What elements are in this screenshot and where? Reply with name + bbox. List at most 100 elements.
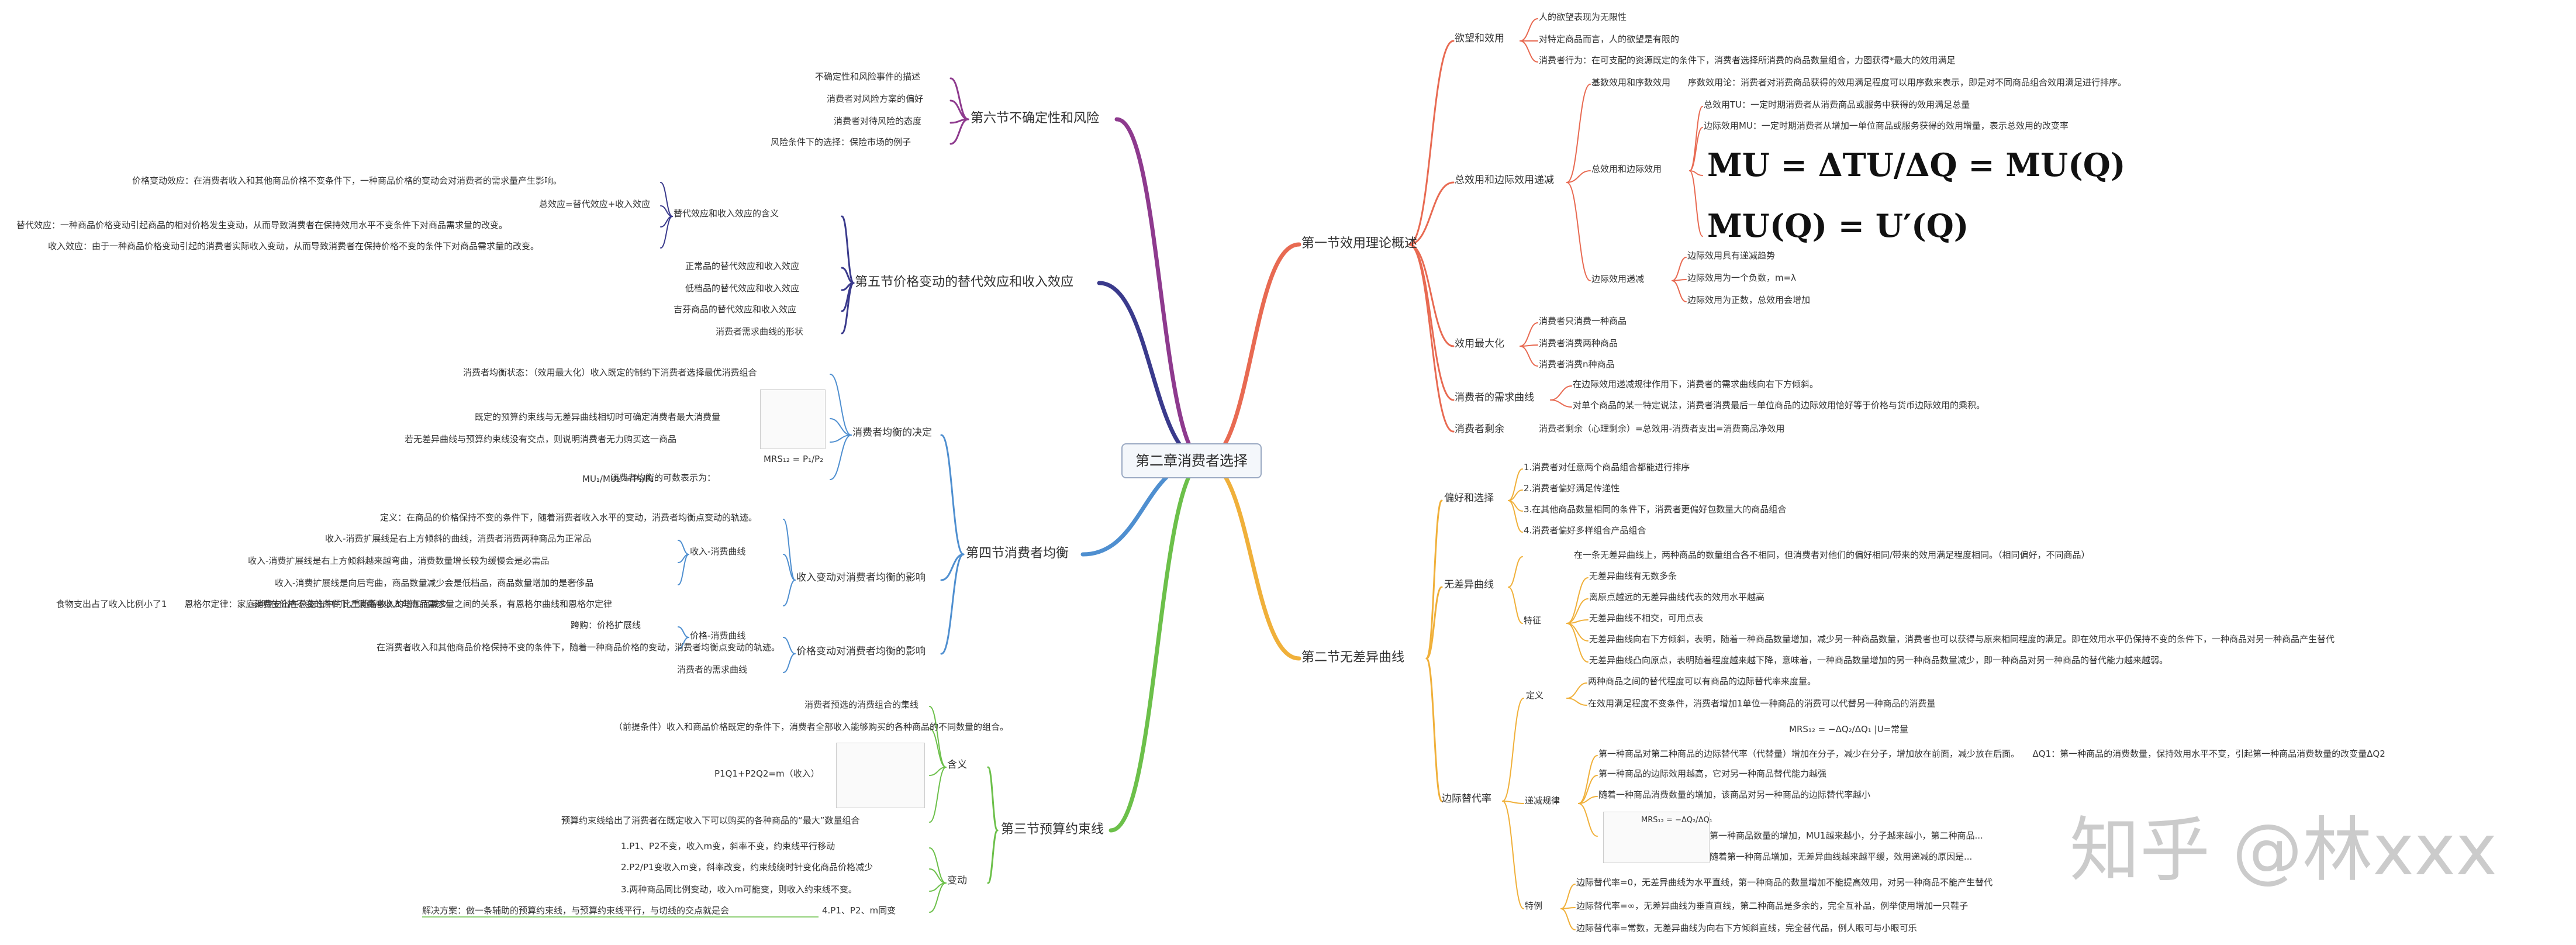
sec5-goods-item: 低档品的替代效应和收入效应: [685, 283, 800, 294]
sec1-demand-item: 对单个商品的某一特定说法，消费者消费最后一单位商品的边际效用恰好等于价格与货币边…: [1573, 400, 1985, 411]
sec2-dec-title[interactable]: 递减规律: [1525, 795, 1560, 806]
branch-sec1-sub: [1408, 181, 1455, 246]
sec2-special-title[interactable]: 特例: [1525, 901, 1543, 911]
branch-sec3-leaf: [929, 767, 947, 823]
branch-sec2-leaf: [1566, 598, 1589, 624]
sec4-eq-item: 既定的预算约束线与无差异曲线相切时可确定消费者最大消费量: [475, 412, 721, 422]
branch-sec5-leaf: [660, 182, 673, 217]
sec5-goods-item: 正常品的替代效应和收入效应: [685, 261, 800, 271]
sec5-defs-item: 收入效应：由于一种商品价格变动引起的消费者实际收入变动，从而导致消费者在保持价格…: [48, 241, 540, 251]
sec4-title[interactable]: 第四节消费者均衡: [966, 546, 1069, 561]
branch-sec3-sub: [987, 829, 999, 884]
sec1-pref-title[interactable]: 欲望和效用: [1455, 33, 1504, 44]
sec6-item: 风险条件下的选择：保险市场的例子: [771, 137, 911, 147]
sec2-pref-item: 4.消费者偏好多样组合产品组合: [1524, 525, 1646, 536]
sec1-dim-item: 边际效用为一个负数，m=λ: [1687, 273, 1797, 283]
branch-sec5-sub: [841, 282, 855, 334]
sec1-surplus-title[interactable]: 消费者剩余: [1455, 423, 1504, 435]
sec4-eq-item: 若无差异曲线与预算约束线没有交点，则说明消费者无力购买这一商品: [405, 434, 677, 444]
branch-sec1-sub: [1408, 40, 1455, 246]
branch-sec1-leaf: [1520, 346, 1538, 367]
sec4-icc-title[interactable]: 收入-消费曲线: [690, 546, 746, 557]
sec2-special-item: 边际替代率=0，无差异曲线为水平直线，第一种商品的数量增加不能提高效用，对另一种…: [1576, 877, 1993, 888]
branch-sec1-sub: [1408, 243, 1455, 401]
branch-sec1-leaf: [1520, 18, 1538, 42]
branch-sec2: [1202, 458, 1301, 661]
sec6-title[interactable]: 第六节不确定性和风险: [971, 111, 1100, 126]
sec1-title[interactable]: 第一节效用理论概述: [1301, 236, 1418, 251]
sec2-pref-title[interactable]: 偏好和选择: [1444, 492, 1494, 504]
branch-sec4-sub: [940, 553, 965, 581]
sec3-chg-item: 3.两种商品同比例变动，收入m可能变，则收入约束线不变。: [621, 884, 857, 895]
sec2-def-title[interactable]: 定义: [1526, 690, 1544, 701]
sec3-mean-title[interactable]: 含义: [947, 759, 967, 771]
branch-sec4-leaf: [678, 626, 689, 638]
branch-sec1-leaf: [1520, 40, 1538, 63]
sec1-dim-title[interactable]: 边际效用递减: [1591, 274, 1645, 284]
branch-sec4-leaf: [830, 374, 852, 436]
mu-formula-2: MU(Q) = U′(Q): [1707, 207, 1969, 244]
sec6-item: 消费者对风险方案的偏好: [827, 94, 924, 104]
equilibrium-sketch: [760, 389, 826, 449]
sec1-dim-item: 边际效用具有递减趋势: [1687, 250, 1776, 261]
sec1-demand-title[interactable]: 消费者的需求曲线: [1455, 392, 1534, 403]
sec5-goods-item: 吉芬商品的替代效应和收入效应: [674, 304, 797, 315]
sec4-pcc-title[interactable]: 价格-消费曲线: [690, 630, 746, 641]
branch-sec3-leaf: [929, 882, 947, 913]
sec2-title[interactable]: 第二节无差异曲线: [1301, 650, 1405, 665]
sec5-defs-title[interactable]: 替代效应和收入效应的含义: [674, 208, 779, 219]
branch-sec1-leaf: [1672, 257, 1687, 281]
branch-sec2-sub: [1425, 586, 1443, 660]
sec1-umax-title[interactable]: 效用最大化: [1455, 338, 1504, 350]
sec4-eq-item: 消费者均衡的可数表示为：: [610, 472, 716, 483]
sec6-item: 消费者对待风险的态度: [834, 116, 922, 126]
branch-sec1: [1202, 242, 1301, 463]
sec2-feat-item: 无差异曲线有无数多条: [1589, 571, 1677, 581]
branch-sec6: [1114, 117, 1207, 463]
sec2-ic-title[interactable]: 无差异曲线: [1444, 579, 1494, 591]
sec2-feat-title[interactable]: 特征: [1524, 615, 1542, 626]
sec2-ic-def: 在一条无差异曲线上，两种商品的数量组合各不相同，但消费者对他们的偏好相同/带来的…: [1574, 550, 2090, 560]
sec1-tu-mu-title[interactable]: 总效用和边际效用: [1591, 164, 1662, 174]
sec3-mean-item: P1Q1+P2Q2=m（收入）: [714, 768, 820, 779]
branch-sec1-leaf: [1689, 170, 1703, 237]
branch-sec2-leaf: [1578, 775, 1598, 804]
branch-sec2-leaf: [1508, 556, 1523, 588]
branch-sec2-leaf: [1508, 468, 1523, 501]
branch-sec2-leaf: [1578, 803, 1598, 837]
branch-sec2-leaf: [1566, 577, 1589, 624]
sec2-dec-main: 第一种商品对第二种商品的边际替代率（代替量）增加在分子，减少在分子，增加放在前面…: [1598, 749, 2385, 759]
sec5-title[interactable]: 第五节价格变动的替代效应和收入效应: [855, 275, 1074, 289]
mrs-sketch: MRS₁₂ = −ΔQ₂/ΔQ₁: [1603, 812, 1712, 863]
sec1-ut-card: 基数效用和序数效用 序数效用论：消费者对消费商品获得的效用满足程度可以用序数来表…: [1591, 77, 2127, 88]
sec4-engel-law: 食物支出占了收入比例小了1 恩格尔定律：家庭消费支出在总支出中的比重随着收入的增…: [56, 599, 448, 609]
sec3-mean-item: （前提条件）收入和商品价格既定的条件下，消费者全部收入能够购买的各种商品的不同数…: [614, 722, 1009, 732]
branch-sec4-leaf: [783, 637, 796, 654]
sec2-mrs-title[interactable]: 边际替代率: [1442, 793, 1491, 805]
branch-sec1-leaf: [1672, 280, 1687, 302]
branch-sec4-sub: [940, 553, 965, 655]
sec2-def-item: 两种商品之间的替代程度可以有商品的边际替代率来度量。: [1588, 676, 1817, 687]
sec5-defs-item: 价格变动效应：在消费者收入和其他商品价格不变条件下，一种商品价格的变动会对消费者…: [132, 175, 562, 186]
branch-sec1-leaf: [1689, 170, 1703, 176]
branch-sec5: [1097, 281, 1207, 463]
sec4-icc-item: 收入-消费扩展线是向后弯曲，商品数量减少会是低档品，商品数量增加的是奢侈品: [275, 578, 594, 588]
sec1-ut-title[interactable]: 总效用和边际效用递减: [1455, 174, 1554, 186]
sec1-pref-item: 对特定商品而言，人的欲望是有限的: [1539, 34, 1680, 44]
sec2-dec-item: 第一种商品的边际效用越高，它对另一种商品替代能力越强: [1598, 768, 1827, 779]
sec4-inc-title[interactable]: 收入变动对消费者均衡的影响: [796, 572, 926, 584]
sec3-chg-item: 4.P1、P2、m同变: [822, 905, 896, 916]
sec3-title[interactable]: 第三节预算约束线: [1001, 822, 1104, 837]
branch-sec2-leaf: [1578, 796, 1598, 804]
sec4-icc-item: 收入-消费扩展线是右上方倾斜越来越弯曲，消费数量增长较为缓慢会是必需品: [248, 556, 550, 566]
branch-sec4-leaf: [830, 418, 852, 436]
sec4-inc-def: 定义：在商品的价格保持不变的条件下，随着消费者收入水平的变动，消费者均衡点变动的…: [380, 512, 758, 523]
sec4-price-title[interactable]: 价格变动对消费者均衡的影响: [796, 646, 926, 657]
sec2-special-item: 边际替代率=∞，无差异曲线为垂直直线，第二种商品是多余的，完全互补品，例举使用增…: [1576, 901, 1969, 911]
sec4-eq-title[interactable]: 消费者均衡的决定: [852, 427, 932, 439]
sec3-chg-title[interactable]: 变动: [947, 875, 967, 887]
sec2-def-item: 在效用满足程度不变条件，消费者增加1单位一种商品的消费可以代替另一种商品的消费量: [1588, 698, 1936, 709]
root-node[interactable]: 第二章消费者选择: [1121, 443, 1262, 478]
